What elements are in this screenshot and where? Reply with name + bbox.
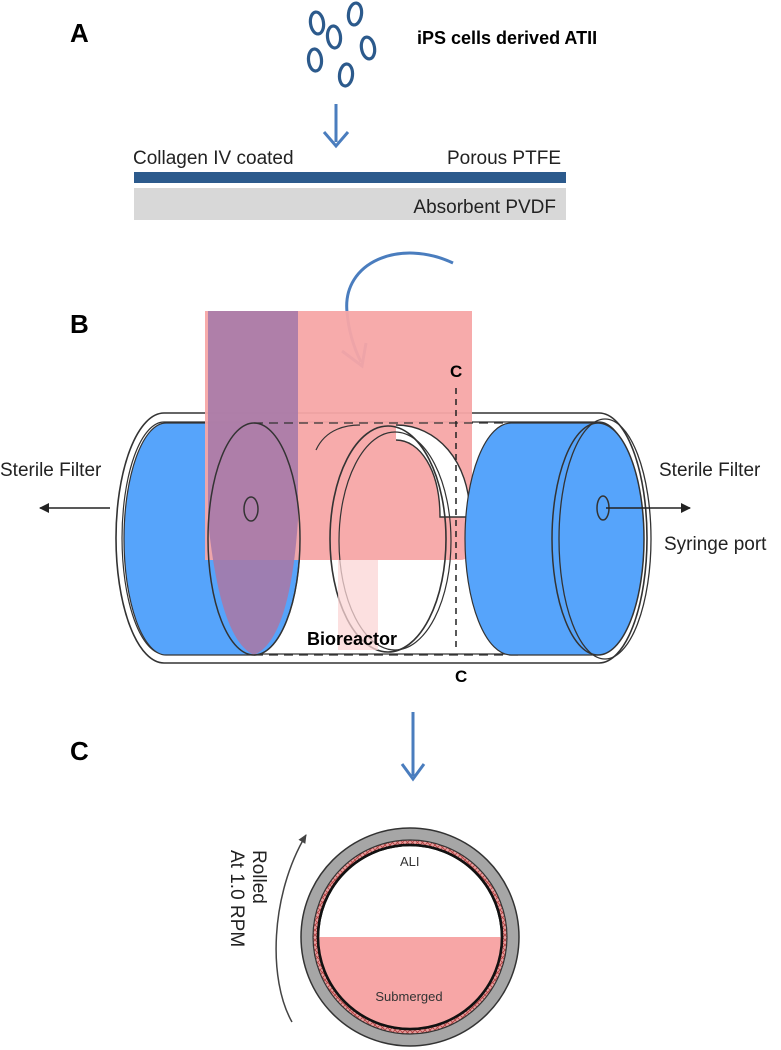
pvdf-backing — [134, 188, 566, 220]
section-view-arrow — [400, 712, 426, 782]
bioreactor-diagram — [115, 311, 652, 664]
cell — [308, 10, 326, 36]
bioreactor-label: Bioreactor — [307, 629, 397, 649]
section-label-bottom: C — [455, 667, 467, 686]
section-label-top: C — [450, 362, 462, 381]
panel-label-c: C — [70, 736, 89, 766]
left-filter-label: Sterile Filter — [0, 460, 102, 481]
syringe-port-label: Syringe port — [664, 534, 767, 555]
ali-label: ALI — [400, 854, 420, 869]
cross-section — [300, 827, 520, 1047]
panel-label-b: B — [70, 309, 89, 339]
ptfe-label: Porous PTFE — [447, 148, 561, 169]
cell — [337, 62, 355, 88]
rolled-membrane-front — [329, 425, 447, 653]
cell — [325, 24, 343, 50]
svg-text:At 1.0 RPM: At 1.0 RPM — [226, 850, 247, 947]
ptfe-membrane — [134, 172, 566, 183]
seeding-arrow — [322, 104, 350, 149]
right-filter-label: Sterile Filter — [659, 460, 761, 481]
cell — [346, 1, 364, 27]
panel-label-a: A — [70, 18, 89, 48]
left-port-hole — [243, 496, 259, 522]
cell — [359, 35, 377, 61]
ips-cells-cluster — [306, 1, 377, 88]
svg-text:Rolled: Rolled — [248, 850, 269, 904]
rotation-label: Rolled At 1.0 RPM — [226, 850, 269, 947]
pvdf-label: Absorbent PVDF — [413, 197, 556, 218]
submerged-label: Submerged — [375, 989, 442, 1004]
collagen-label: Collagen IV coated — [133, 148, 294, 169]
rotation-arrow — [275, 834, 307, 1023]
cell — [306, 47, 324, 73]
cells-label: iPS cells derived ATII — [417, 28, 597, 48]
right-end-face — [551, 422, 645, 656]
